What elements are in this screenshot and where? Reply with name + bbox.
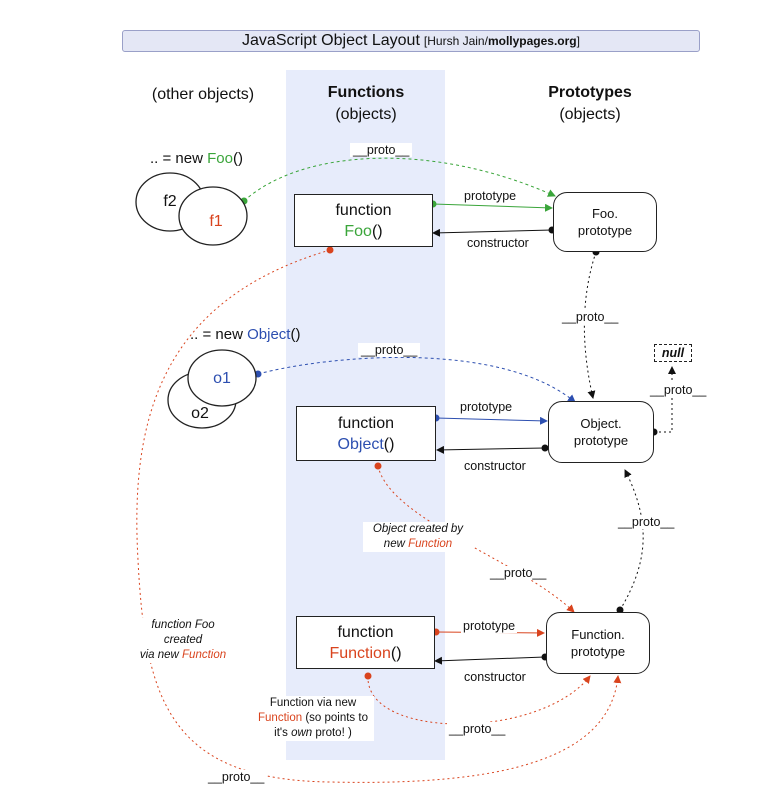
new-object-label: .. = new Object() (190, 326, 301, 343)
functionproto-proto-dot (616, 606, 624, 614)
function-fn-proto-dot (364, 672, 372, 680)
functionproto-proto-link (619, 469, 644, 611)
f1-proto-link (243, 157, 556, 202)
functionproto-proto-label: __proto__ (616, 515, 677, 529)
function-prototype-label: prototype (461, 619, 518, 633)
object-constructor-label: constructor (462, 459, 528, 473)
object-constructor-dot (541, 444, 549, 452)
foo-fn-proto-label: __proto__ (206, 770, 267, 784)
f2-label: f2 (163, 193, 177, 210)
f1-label: f1 (209, 213, 223, 230)
foo-prototype-box: Foo.prototype (553, 192, 657, 252)
o2-label: o2 (191, 405, 209, 422)
object-prototype-label: prototype (458, 400, 515, 414)
function-object-box: function Object() (296, 406, 436, 461)
fooproto-proto-link (583, 251, 597, 399)
objectproto-null-label: __proto__ (648, 383, 709, 397)
new-foo-label: .. = new Foo() (150, 150, 243, 167)
o1-proto-link (257, 356, 576, 403)
prototypes-header: Prototypes(objects) (548, 84, 632, 123)
object-prototype-link (435, 416, 548, 425)
f1-ellipse (178, 186, 248, 246)
o1-ellipse (187, 349, 257, 407)
title-credit: [Hursh Jain/mollypages.org] (423, 34, 580, 48)
object-prototype-box: Object.prototype (548, 401, 654, 463)
function-prototype-box: Function.prototype (546, 612, 650, 674)
other-objects-header: (other objects) (151, 86, 255, 103)
functions-header: Functions(objects) (327, 84, 405, 123)
foo-prototype-link (432, 203, 553, 212)
function-constructor-label: constructor (462, 670, 528, 684)
fooproto-proto-label: __proto__ (560, 310, 621, 324)
object-created-note: Object created by new Function (363, 522, 473, 552)
foo-created-note: function Foo created via new Function (128, 618, 238, 663)
object-fn-proto-dot (374, 462, 382, 470)
foo-prototype-label: prototype (462, 189, 519, 203)
objectproto-null-link (654, 366, 676, 433)
function-foo-box: function Foo() (294, 194, 433, 247)
function-constructor-link (434, 656, 546, 665)
function-function-box: function Function() (296, 616, 435, 669)
foo-fn-proto-dot (326, 246, 334, 254)
foo-constructor-label: constructor (465, 236, 531, 250)
null-box: null (654, 344, 692, 362)
function-own-proto-note: Function via new Function (so points to … (252, 696, 374, 741)
object-fn-proto-label: __proto__ (488, 566, 549, 580)
foo-constructor-link (432, 228, 553, 237)
o1-label: o1 (213, 370, 231, 387)
o1-proto-label: __proto__ (358, 343, 421, 357)
function-fn-proto-label: __proto__ (447, 722, 508, 736)
title-main: JavaScript Object Layout (242, 32, 420, 49)
f1-proto-label: __proto__ (350, 143, 413, 157)
diagram-title: JavaScript Object Layout [Hursh Jain/mol… (122, 30, 700, 52)
object-constructor-link (436, 445, 546, 454)
